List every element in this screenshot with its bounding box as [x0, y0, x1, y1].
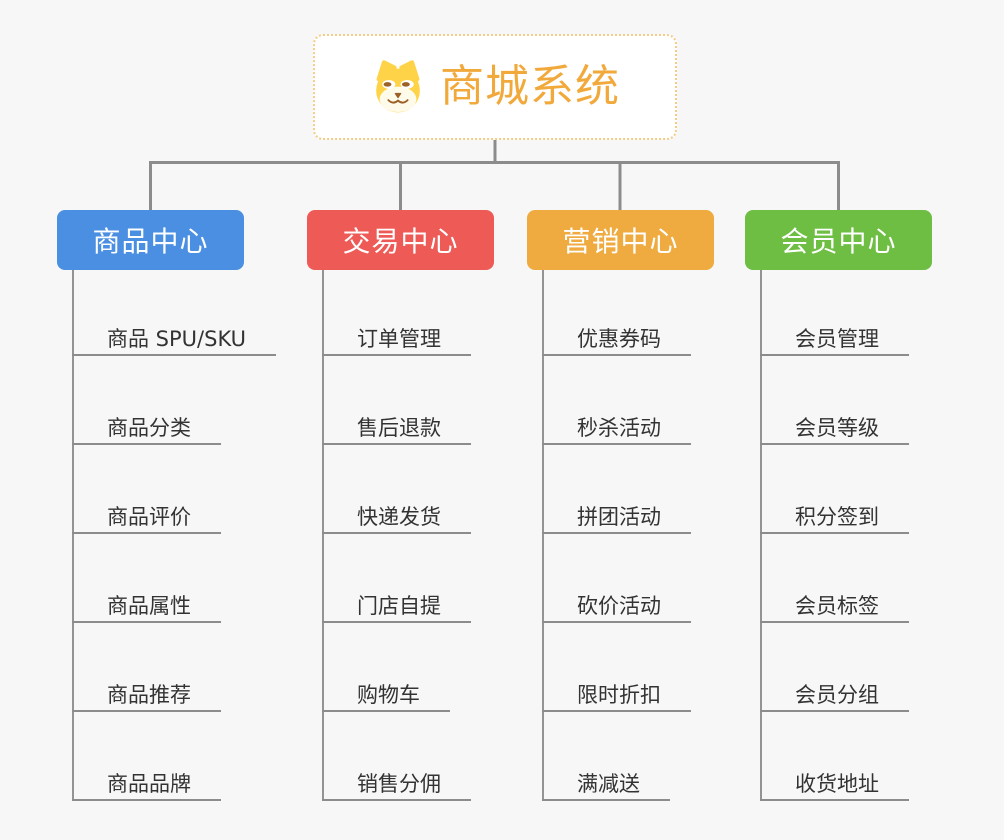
branch-item[interactable]: 满减送	[542, 761, 670, 801]
branch-item[interactable]: 会员分组	[760, 672, 909, 712]
branch-trunk-line	[322, 270, 324, 801]
branch-header[interactable]: 商品中心	[57, 210, 244, 270]
branch-item[interactable]: 商品品牌	[72, 761, 221, 801]
branch-trunk-line	[72, 270, 74, 801]
branch-item[interactable]: 商品推荐	[72, 672, 221, 712]
branch-item[interactable]: 销售分佣	[322, 761, 471, 801]
branch-column: 商品中心商品 SPU/SKU 商品分类商品评价商品属性商品推荐商品品牌	[57, 210, 277, 801]
branch-item[interactable]: 砍价活动	[542, 583, 691, 623]
branch-item[interactable]: 会员管理	[760, 316, 909, 356]
branch-item[interactable]: 商品 SPU/SKU	[72, 316, 277, 356]
branch-item[interactable]: 限时折扣	[542, 672, 691, 712]
branch-column: 会员中心会员管理会员等级积分签到会员标签会员分组收货地址	[745, 210, 932, 801]
branch-item[interactable]: 购物车	[322, 672, 450, 712]
branch-header[interactable]: 交易中心	[307, 210, 494, 270]
branch-item[interactable]: 秒杀活动	[542, 405, 691, 445]
branch-item[interactable]: 会员标签	[760, 583, 909, 623]
branch-item[interactable]: 拼团活动	[542, 494, 691, 534]
branch-item[interactable]: 商品评价	[72, 494, 221, 534]
branch-column: 交易中心订单管理售后退款快递发货门店自提购物车销售分佣	[307, 210, 494, 801]
branch-item[interactable]: 售后退款	[322, 405, 471, 445]
branch-item[interactable]: 会员等级	[760, 405, 909, 445]
branch-item[interactable]: 商品分类	[72, 405, 221, 445]
branch-item[interactable]: 积分签到	[760, 494, 909, 534]
branch-item[interactable]: 商品属性	[72, 583, 221, 623]
root-node[interactable]: 商城系统	[313, 34, 677, 140]
branch-item[interactable]: 优惠券码	[542, 316, 691, 356]
branch-header[interactable]: 会员中心	[745, 210, 932, 270]
branch-item[interactable]: 订单管理	[322, 316, 471, 356]
branch-trunk-line	[760, 270, 762, 801]
branch-item[interactable]: 收货地址	[760, 761, 909, 801]
branch-item[interactable]: 门店自提	[322, 583, 471, 623]
root-title: 商城系统	[440, 61, 620, 112]
branch-header[interactable]: 营销中心	[527, 210, 714, 270]
branch-trunk-line	[542, 270, 544, 801]
dog-face-icon	[376, 60, 420, 113]
branch-column: 营销中心优惠券码秒杀活动拼团活动砍价活动限时折扣满减送	[527, 210, 714, 801]
branch-item[interactable]: 快递发货	[322, 494, 471, 534]
